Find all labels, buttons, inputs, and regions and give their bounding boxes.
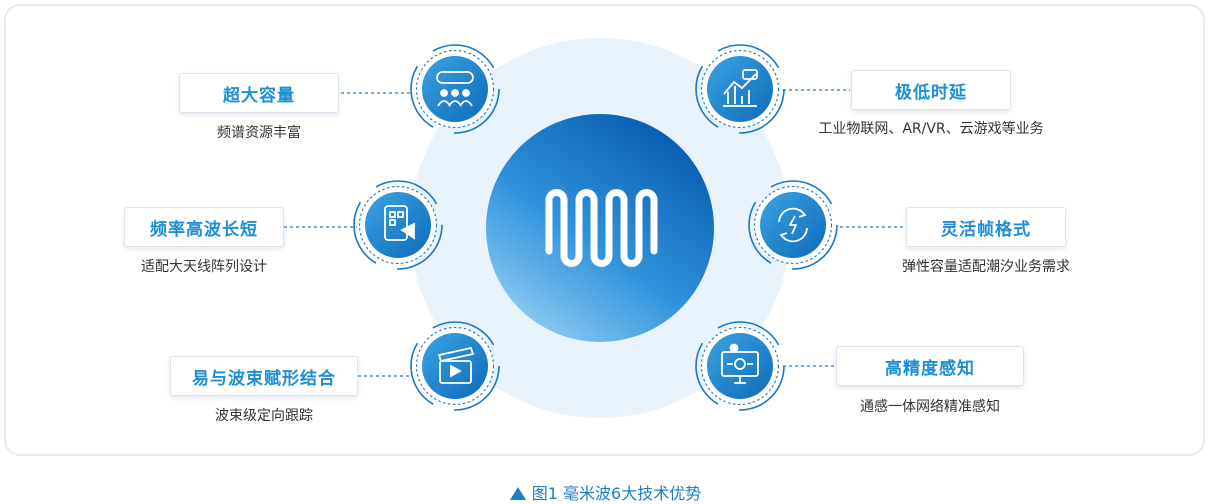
feature-desc-precision: 通感一体网络精准感知 [860, 399, 1000, 415]
figure-caption: 图1 毫米波6大技术优势 [0, 480, 1211, 504]
caption-text: 图1 毫米波6大技术优势 [531, 484, 702, 503]
mobile-scan-icon [384, 205, 415, 241]
refresh-bolt-icon [778, 207, 808, 243]
triangle-icon [509, 487, 526, 500]
feature-title-frequency: 频率高波长短 [124, 207, 284, 247]
clapperboard-icon [437, 346, 475, 384]
badge-frame [748, 180, 838, 270]
feature-title-frame: 灵活帧格式 [906, 207, 1066, 247]
chart-growth-icon [723, 69, 758, 107]
feature-title-precision: 高精度感知 [836, 346, 1024, 386]
center-circle [486, 114, 714, 342]
feature-desc-capacity: 频谱资源丰富 [217, 125, 301, 141]
feature-title-capacity: 超大容量 [179, 73, 339, 113]
monitor-sensing-icon [721, 343, 759, 384]
feature-desc-latency: 工业物联网、AR/VR、云游戏等业务 [818, 121, 1044, 137]
feature-desc-frame: 弹性容量适配潮汐业务需求 [902, 259, 1070, 275]
mmwave-logo-icon [545, 189, 658, 267]
feature-desc-beamforming: 波束级定向跟踪 [215, 408, 313, 424]
badge-latency [695, 44, 785, 134]
badge-capacity [410, 44, 500, 134]
feature-desc-frequency: 适配大天线阵列设计 [141, 259, 267, 275]
badge-frequency [353, 180, 443, 270]
badge-beamforming [410, 321, 500, 411]
feature-title-beamforming: 易与波束赋形结合 [170, 356, 358, 396]
people-network-icon [436, 71, 474, 107]
badge-precision [695, 321, 785, 411]
feature-title-latency: 极低时延 [851, 70, 1011, 110]
